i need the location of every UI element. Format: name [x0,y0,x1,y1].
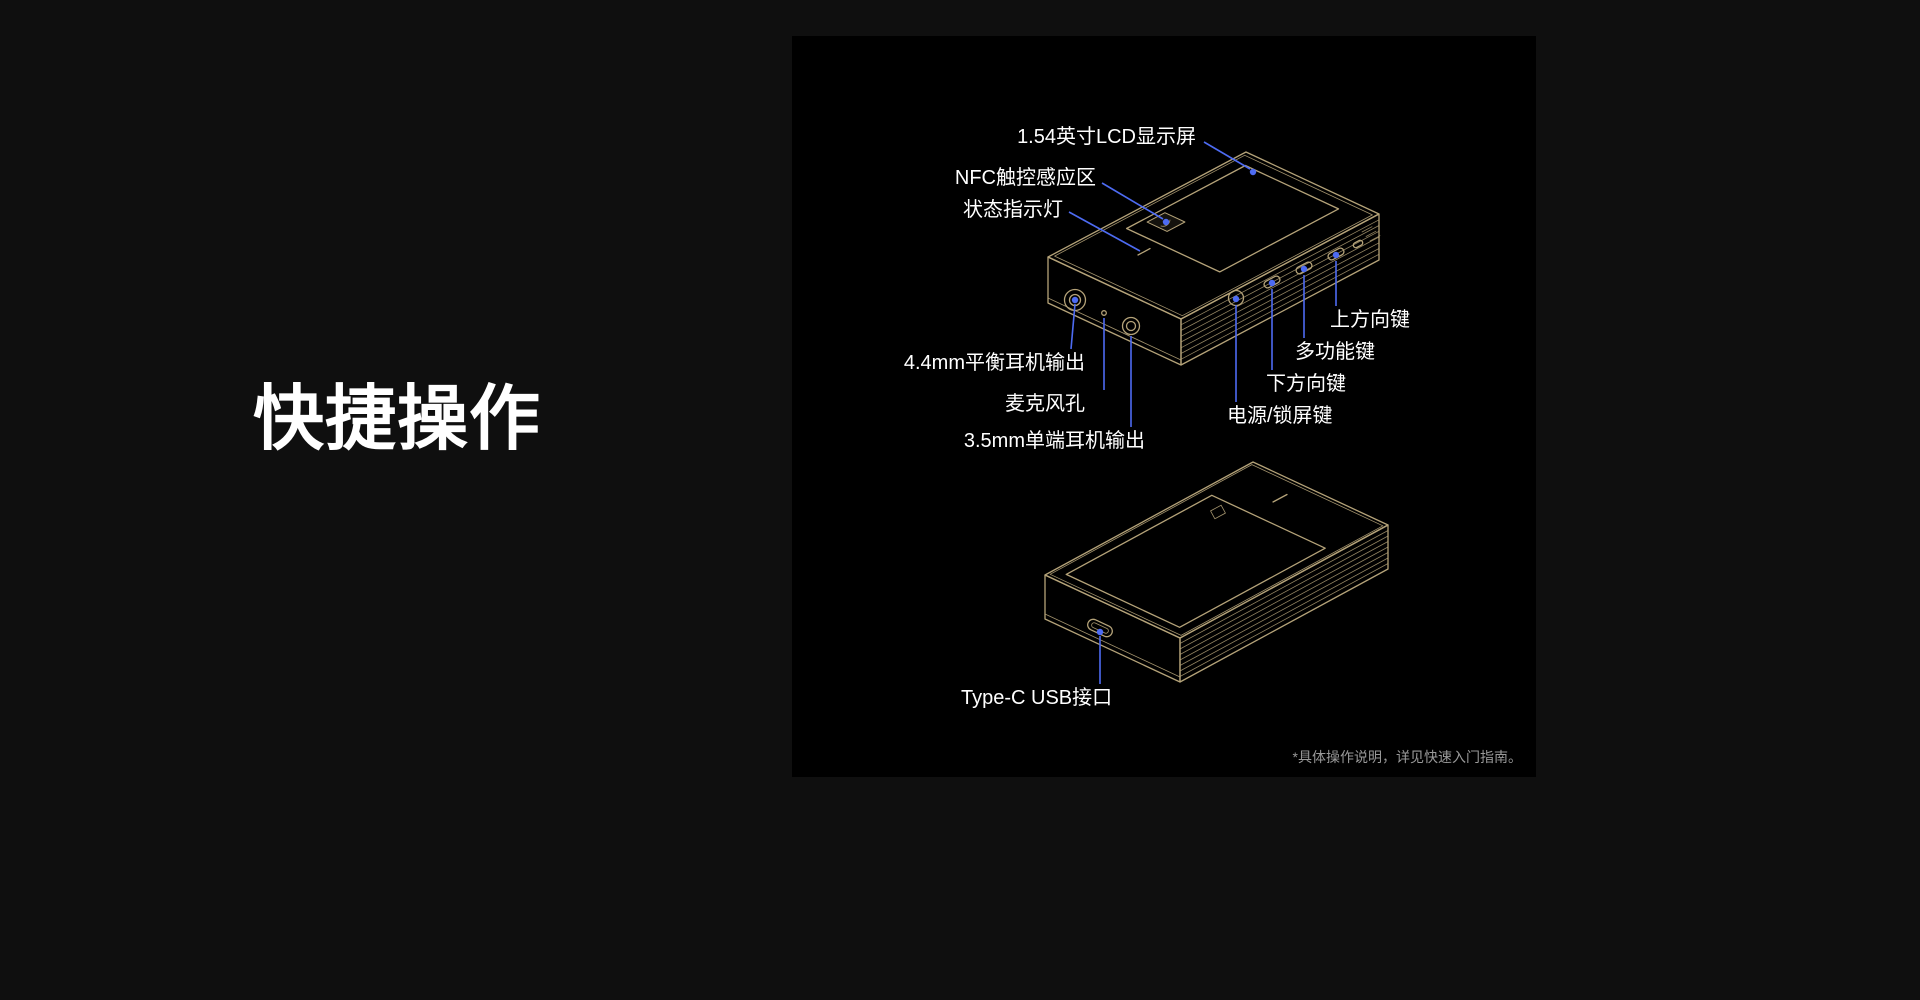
label-balanced-out: 4.4mm平衡耳机输出 [903,352,1085,374]
label-mic-hole: 麦克风孔 [1005,393,1085,415]
jack-3-5mm [1121,316,1141,336]
label-up-key: 上方向键 [1330,309,1410,331]
side-fins [1180,219,1380,360]
callout-lcd [1203,141,1251,170]
top-face [1047,151,1380,320]
label-usb-port: Type-C USB接口 [961,687,1113,709]
label-lcd-display: 1.54英寸LCD显示屏 [1017,126,1196,148]
label-nfc-area: NFC触控感应区 [954,167,1096,189]
callout-lines [1068,141,1340,684]
mic-hole [1101,310,1107,316]
bottom-device [1044,461,1389,683]
nfc-glyph [1160,219,1171,227]
status-led [1137,247,1151,256]
diagram-panel: 1.54英寸LCD显示屏 NFC触控感应区 状态指示灯 4.4mm平衡耳机输出 … [792,36,1536,777]
usb-face [1044,574,1181,683]
callout-status-led [1068,211,1141,252]
front-left-face [1047,256,1182,366]
top-device [1047,151,1381,366]
back-slit [1272,493,1288,503]
nfc-logo [1210,504,1226,520]
label-power-key: 电源/锁屏键 [1227,405,1333,427]
back-glass-panel [1065,494,1326,628]
corner-grille [1361,226,1381,242]
right-face [1180,213,1380,366]
footnote: *具体操作说明，详见快速入门指南。 [1292,749,1522,765]
label-multi-key: 多功能键 [1295,341,1375,363]
callout-nfc [1101,182,1164,220]
side-fins-bottom [1179,530,1389,677]
page-title: 快捷操作 [253,380,542,459]
callout-balanced-out [1070,303,1076,350]
label-down-key: 下方向键 [1266,373,1346,395]
label-single-out: 3.5mm单端耳机输出 [963,430,1145,452]
back-face [1044,461,1389,639]
lcd-screen [1125,164,1340,273]
label-status-led: 状态指示灯 [963,199,1063,221]
device-line-art [1044,141,1389,684]
